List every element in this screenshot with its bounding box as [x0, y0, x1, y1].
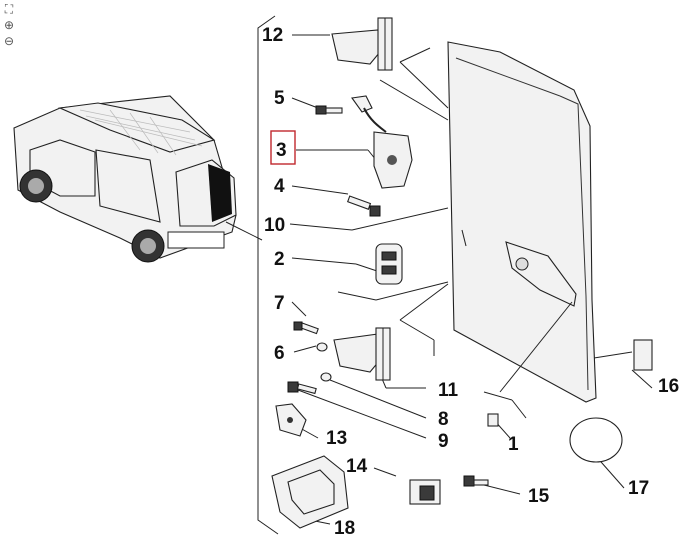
part-hinge-upper	[331, 17, 393, 71]
zoom-in-icon[interactable]: ⊕	[3, 18, 15, 32]
part-lock-3	[351, 95, 413, 189]
part-screw-7	[293, 321, 319, 335]
callout-6[interactable]: 6	[274, 343, 285, 364]
group-bracket	[257, 15, 279, 535]
callout-13[interactable]: 13	[326, 428, 347, 449]
callout-8[interactable]: 8	[438, 409, 449, 430]
callout-labels: 12 5 3 4 10 2 7 6 11 8 9 13 1 14 15 16 1…	[262, 25, 679, 539]
callout-1[interactable]: 1	[508, 434, 519, 455]
part-bumper-13	[275, 403, 307, 437]
part-grommet-1	[487, 413, 499, 427]
part-hinge-lower	[333, 327, 391, 381]
part-screw-5	[315, 105, 343, 115]
callout-7[interactable]: 7	[274, 293, 285, 314]
part-screw-15	[463, 475, 489, 487]
callout-9[interactable]: 9	[438, 431, 449, 452]
part-handle-housing-18	[271, 455, 349, 529]
part-disc-17	[569, 417, 623, 463]
part-cap-16	[633, 339, 653, 371]
part-washer-8	[320, 372, 332, 382]
part-washer-6	[316, 342, 328, 352]
viewer-toolbar: ⛶ ⊕ ⊖	[2, 2, 18, 50]
callout-3[interactable]: 3	[276, 140, 287, 161]
callout-12[interactable]: 12	[262, 25, 283, 46]
van-illustration	[13, 95, 263, 263]
rear-door-panel	[447, 41, 633, 403]
part-screw-9	[287, 381, 317, 395]
callout-5[interactable]: 5	[274, 88, 285, 109]
callout-11[interactable]: 11	[438, 380, 459, 401]
part-striker-2	[375, 243, 403, 285]
callout-14[interactable]: 14	[346, 456, 368, 477]
callout-16[interactable]: 16	[658, 376, 679, 397]
fit-icon[interactable]: ⛶	[4, 2, 14, 16]
zoom-out-icon[interactable]: ⊖	[3, 34, 15, 48]
callout-2[interactable]: 2	[274, 249, 285, 270]
callout-3-highlight-box	[270, 130, 296, 165]
callout-15[interactable]: 15	[528, 486, 550, 507]
part-clip-14	[409, 479, 441, 505]
callout-17[interactable]: 17	[628, 478, 649, 499]
callout-10[interactable]: 10	[264, 215, 285, 236]
callout-4[interactable]: 4	[274, 176, 285, 197]
part-screw-4	[346, 195, 381, 217]
callout-18[interactable]: 18	[334, 518, 355, 539]
